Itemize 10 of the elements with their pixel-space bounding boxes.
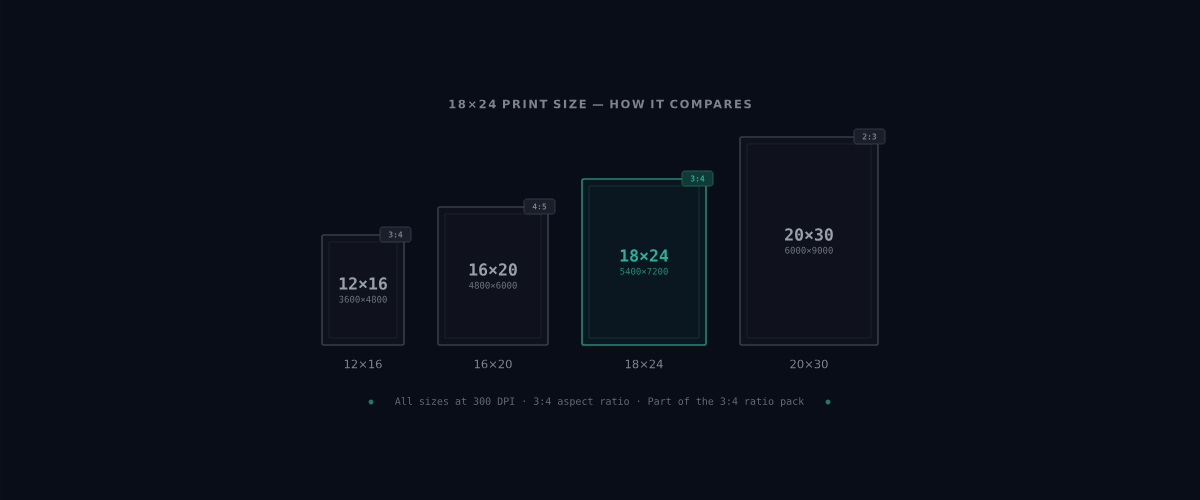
ratio-badge: 3:4 [379,226,412,243]
title: 18×24 PRINT SIZE — HOW IT COMPARES [449,99,751,109]
ratio-badge: 4:5 [523,198,556,215]
size-label: 18×24 [625,359,663,369]
size-label: 20×30 [790,359,828,369]
caption: All sizes at 300 DPI · 3:4 aspect ratio · Part of the 3:4 ratio pack [395,397,804,407]
ratio-badge: 3:4 [681,170,714,187]
ratio-badge: 2:3 [853,128,886,145]
size-label: 12×16 [344,359,382,369]
size-label: 16×20 [474,359,512,369]
